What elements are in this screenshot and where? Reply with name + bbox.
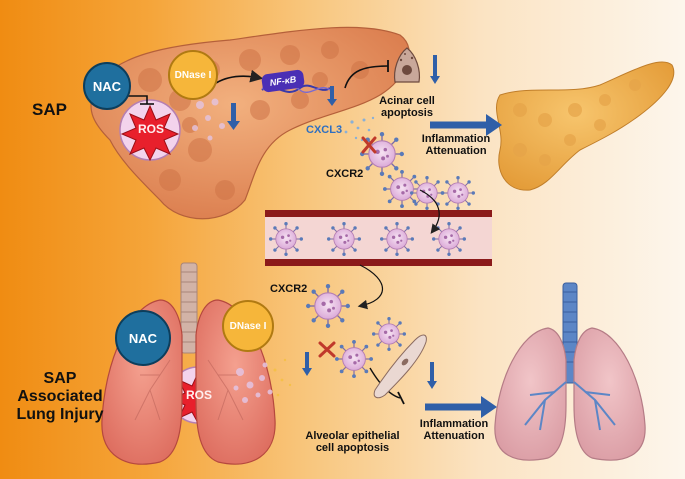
cxcl3-label: CXCL3 — [306, 124, 343, 136]
ros-label-top: ROS — [138, 122, 165, 136]
cxcr2-label-bottom: CXCR2 — [270, 283, 308, 295]
inhibit-arrow-icon — [344, 65, 389, 89]
dnase-particles — [273, 358, 292, 397]
dnase-label: DNase I — [229, 320, 267, 332]
nac-badge-top: NAC — [83, 62, 131, 110]
alveolar-line2: cell apoptosis — [315, 442, 390, 455]
cxcl3-particles — [338, 116, 375, 142]
cxcr2-label-top: CXCR2 — [326, 168, 364, 180]
down-arrow-icon — [227, 55, 440, 389]
inflam-bot-line2: Attenuation — [423, 430, 485, 443]
acinar-apoptosis-label: Acinar cell apoptosis — [367, 95, 447, 120]
sap-lung-title: SAP Associated Lung Injury — [10, 370, 110, 424]
block-x-icon — [318, 136, 377, 358]
neutrophil-to-lung-arrow — [357, 264, 384, 310]
nfkb-label: NF-κB — [269, 74, 297, 88]
alveolar-cell-icon — [373, 334, 427, 399]
dnase-to-nfkb-arrow — [215, 69, 264, 84]
nac-label: NAC — [92, 78, 122, 94]
healthy-pancreas-icon — [495, 61, 675, 191]
sap-lung-line1: SAP — [43, 370, 77, 387]
dnase-badge-bottom: DNase I — [222, 300, 274, 352]
acinar-line2: apoptosis — [381, 107, 433, 120]
sap-lung-line3: Lung Injury — [16, 405, 104, 423]
nac-badge-bottom: NAC — [115, 310, 171, 366]
inflam-top-line1: Inflammation — [421, 133, 491, 145]
dnase-label: DNase I — [174, 69, 212, 81]
acinar-cell-icon — [393, 47, 421, 83]
nac-label: NAC — [128, 330, 158, 346]
inflammation-attenuation-bottom: Inflammation Attenuation — [418, 418, 490, 443]
dnase-badge-top: DNase I — [168, 50, 218, 100]
lungs-icon — [101, 262, 276, 465]
ros-pancreas-icon — [119, 99, 181, 162]
neutrophil-recruit-arrow — [419, 189, 441, 234]
inflam-bot-line1: Inflammation — [419, 418, 489, 430]
ros-label-bottom: ROS — [186, 388, 213, 402]
inflam-top-line2: Attenuation — [425, 145, 487, 158]
inflammation-attenuation-top: Inflammation Attenuation — [420, 133, 492, 158]
healthy-lungs-icon — [494, 282, 646, 461]
alveolar-apoptosis-label: Alveolar epithelial cell apoptosis — [290, 430, 415, 455]
sap-title: SAP — [32, 100, 67, 119]
alveolar-line1: Alveolar epithelial — [305, 430, 400, 442]
inflammation-particles — [233, 362, 273, 403]
sap-lung-line2: Associated — [17, 387, 103, 405]
acinar-line1: Acinar cell — [379, 95, 435, 107]
